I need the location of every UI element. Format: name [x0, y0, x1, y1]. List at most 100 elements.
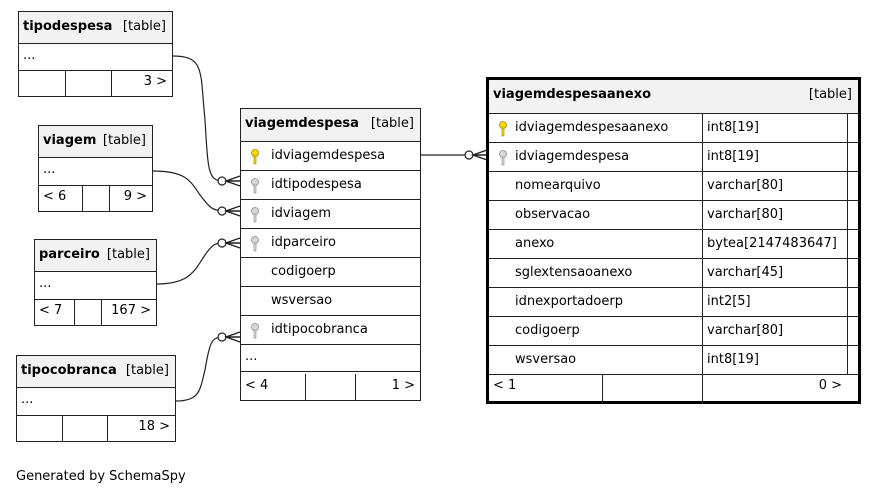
rel-viagem — [152, 170, 223, 212]
column-row[interactable]: codigoerp varchar[80] — [489, 317, 858, 346]
column-name: nomearquivo — [515, 178, 601, 193]
footer-divider — [111, 70, 112, 96]
column-name: anexo — [515, 236, 555, 251]
column-type: int2[5] — [707, 294, 751, 309]
column-row[interactable]: codigoerp — [241, 258, 420, 287]
ellipsis: ... — [21, 392, 34, 407]
table-tipodespesa[interactable]: tipodespesa [table] ... 3 > — [18, 11, 173, 97]
column-name: idviagemdespesa — [515, 149, 630, 164]
column-divider — [847, 143, 848, 171]
column-row[interactable]: idviagemdespesaanexo int8[19] — [489, 114, 858, 143]
table-footer: < 4 1 > — [241, 374, 420, 400]
crowfoot-marker — [470, 149, 488, 161]
ellipsis: ... — [43, 162, 56, 177]
table-name: tipodespesa — [23, 19, 113, 34]
table-parceiro[interactable]: parceiro [table] ... < 7 167 > — [34, 239, 157, 326]
column-row[interactable]: idtipocobranca — [241, 316, 420, 345]
column-divider — [847, 288, 848, 316]
column-row[interactable]: idtipodespesa — [241, 171, 420, 200]
footer-divider — [82, 185, 83, 211]
children-count: 3 > — [143, 74, 167, 89]
column-row[interactable]: wsversao — [241, 287, 420, 316]
table-viagemdespesaanexo[interactable]: viagemdespesaanexo [table] idviagemdespe… — [486, 77, 861, 404]
column-row[interactable]: anexo bytea[2147483647] — [489, 230, 858, 259]
foreign-key-icon — [251, 323, 259, 339]
table-viagem[interactable]: viagem [table] ... < 6 9 > — [38, 125, 153, 212]
column-row[interactable]: idnexportadoerp int2[5] — [489, 288, 858, 317]
column-divider — [702, 114, 703, 142]
column-type: bytea[2147483647] — [707, 236, 837, 251]
table-name: tipocobranca — [21, 363, 117, 378]
ellipsis-row: ... — [39, 158, 152, 186]
column-divider — [847, 201, 848, 229]
table-footer: < 1 0 > — [489, 374, 858, 401]
table-kind: [table] — [122, 19, 166, 34]
table-header: tipodespesa [table] — [19, 12, 172, 44]
column-divider — [847, 230, 848, 258]
ellipsis-row: ... — [241, 345, 420, 372]
table-name: parceiro — [39, 247, 100, 262]
primary-key-icon — [499, 121, 507, 137]
footer-divider — [602, 374, 603, 401]
rel-tipodespesa — [171, 55, 223, 182]
column-name: idparceiro — [271, 235, 336, 250]
footer-divider — [305, 374, 306, 400]
column-type: varchar[80] — [707, 207, 784, 222]
column-name: idviagemdespesa — [271, 148, 386, 163]
table-header: parceiro [table] — [35, 240, 156, 272]
column-divider — [702, 317, 703, 345]
footer-divider — [702, 374, 703, 401]
table-name: viagem — [43, 133, 97, 148]
crowfoot-marker — [223, 237, 241, 249]
column-row[interactable]: idviagemdespesa — [241, 142, 420, 171]
column-name: codigoerp — [515, 323, 580, 338]
column-divider — [847, 346, 848, 374]
column-name: idnexportadoerp — [515, 294, 623, 309]
table-viagemdespesa[interactable]: viagemdespesa [table] idviagemdespesa id… — [240, 108, 421, 401]
column-type: varchar[45] — [707, 265, 784, 280]
table-footer: 3 > — [19, 70, 172, 96]
footer-divider — [355, 374, 356, 400]
column-name: wsversao — [271, 293, 333, 308]
ellipsis-row: ... — [17, 388, 175, 416]
column-type: int8[19] — [707, 120, 759, 135]
parents-count: < 6 — [43, 189, 67, 204]
foreign-key-icon — [499, 150, 507, 166]
table-header: viagemdespesaanexo [table] — [489, 80, 858, 114]
table-kind: [table] — [102, 133, 146, 148]
parents-count: < 4 — [245, 378, 269, 393]
column-name: codigoerp — [271, 264, 336, 279]
footer-divider — [107, 415, 108, 441]
footer-divider — [62, 415, 63, 441]
column-type: varchar[80] — [707, 323, 784, 338]
column-row[interactable]: nomearquivo varchar[80] — [489, 172, 858, 201]
table-kind: [table] — [370, 116, 414, 131]
column-row[interactable]: idparceiro — [241, 229, 420, 258]
column-row[interactable]: idviagemdespesa int8[19] — [489, 143, 858, 172]
table-footer: < 7 167 > — [35, 299, 156, 325]
column-divider — [702, 288, 703, 316]
foreign-key-icon — [251, 178, 259, 194]
crowfoot-marker — [223, 175, 241, 187]
column-name: idtipocobranca — [271, 322, 368, 337]
table-name: viagemdespesa — [245, 116, 359, 131]
table-header: viagem [table] — [39, 126, 152, 158]
footer-divider — [65, 70, 66, 96]
footer-divider — [101, 299, 102, 325]
column-divider — [702, 230, 703, 258]
column-row[interactable]: idviagem — [241, 200, 420, 229]
table-kind: [table] — [106, 247, 150, 262]
table-tipocobranca[interactable]: tipocobranca [table] ... 18 > — [16, 355, 176, 442]
generated-by-text: Generated by SchemaSpy — [16, 469, 186, 484]
column-row[interactable]: observacao varchar[80] — [489, 201, 858, 230]
column-row[interactable]: wsversao int8[19] — [489, 346, 858, 375]
column-name: wsversao — [515, 352, 577, 367]
column-type: int8[19] — [707, 352, 759, 367]
ellipsis: ... — [39, 276, 52, 291]
column-name: sglextensaoanexo — [515, 265, 633, 280]
rel-parceiro — [156, 242, 223, 285]
table-footer: < 6 9 > — [39, 185, 152, 211]
column-row[interactable]: sglextensaoanexo varchar[45] — [489, 259, 858, 288]
children-count: 167 > — [111, 303, 151, 318]
